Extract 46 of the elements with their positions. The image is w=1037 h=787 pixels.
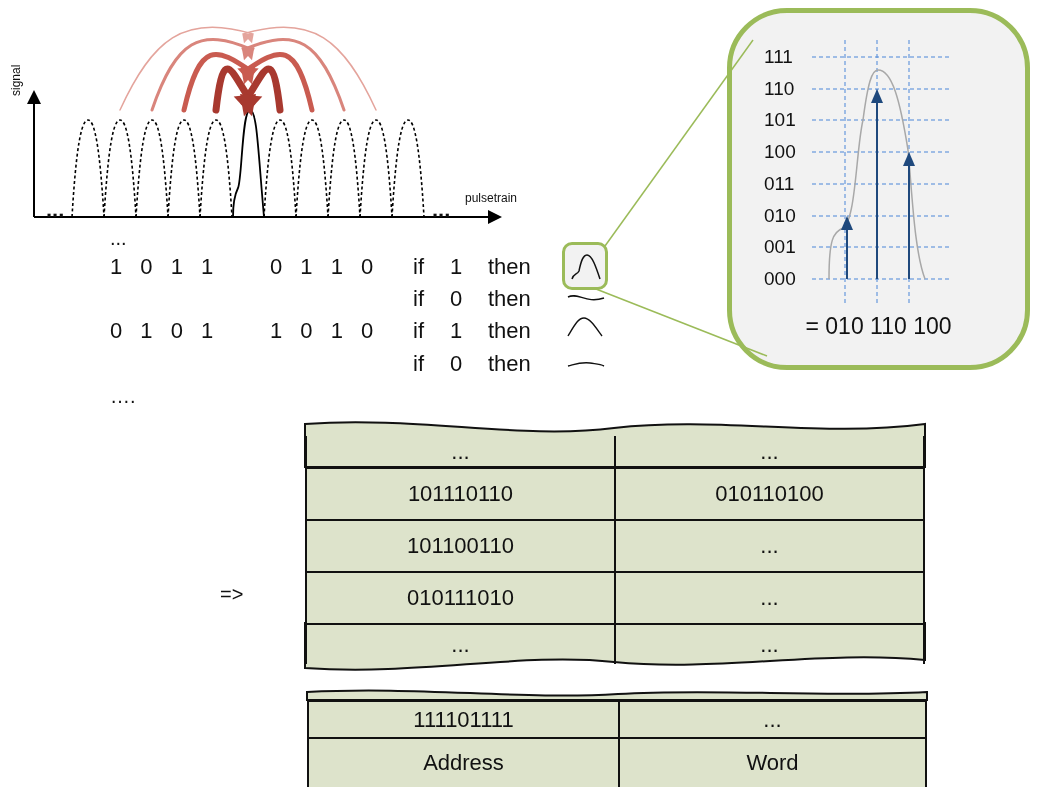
table-cell: 010111010 — [305, 571, 616, 625]
bit-text: 0 — [450, 353, 463, 375]
bit-text: then — [488, 288, 531, 310]
ellipsis-text: ... — [46, 199, 65, 221]
table-cell: Address — [307, 737, 620, 787]
zoom-line — [604, 39, 754, 247]
bit-text: 0 1 1 0 — [270, 256, 374, 278]
ellipsis-text: ... — [432, 199, 451, 221]
ellipsis-text: ... — [110, 228, 127, 248]
table-cell: ... — [614, 519, 925, 573]
bit-text: then — [488, 353, 531, 375]
table-cell: ... — [614, 571, 925, 625]
bit-text: 1 — [450, 256, 463, 278]
table-cell: Word — [618, 737, 927, 787]
level-label: 011 — [764, 174, 795, 193]
bit-text: 0 1 0 1 — [110, 320, 214, 342]
level-label: 101 — [764, 110, 796, 129]
level-label: 001 — [764, 237, 796, 256]
bit-text: 0 — [450, 288, 463, 310]
zoom-box — [562, 242, 608, 290]
bit-text: 1 0 1 0 — [270, 320, 374, 342]
bit-text: if — [413, 353, 424, 375]
level-label: 111 — [764, 47, 793, 66]
table-cell: 111101111 — [307, 700, 620, 739]
callout-box — [727, 8, 1030, 370]
zoom-line — [595, 288, 768, 357]
table-cell: ... — [618, 700, 927, 739]
table-cell: 101100110 — [305, 519, 616, 573]
table-cell: 101110110 — [305, 467, 616, 521]
implies-sign: => — [220, 584, 244, 604]
level-label: 110 — [764, 79, 795, 98]
bit-text: 1 0 1 1 — [110, 256, 214, 278]
bit-text: then — [488, 256, 531, 278]
level-label: 000 — [764, 269, 796, 288]
table-cell: 010110100 — [614, 467, 925, 521]
axis-label: signal — [10, 64, 22, 96]
bit-text: 1 — [450, 320, 463, 342]
bit-text: if — [413, 320, 424, 342]
axis-label: pulsetrain — [465, 192, 518, 204]
level-label: 100 — [764, 142, 796, 161]
bit-text: then — [488, 320, 531, 342]
ellipsis-text: …. — [110, 386, 136, 406]
bit-text: if — [413, 256, 424, 278]
readout-text: = 010 110 100 — [804, 313, 953, 340]
level-label: 010 — [764, 206, 796, 225]
bit-text: if — [413, 288, 424, 310]
